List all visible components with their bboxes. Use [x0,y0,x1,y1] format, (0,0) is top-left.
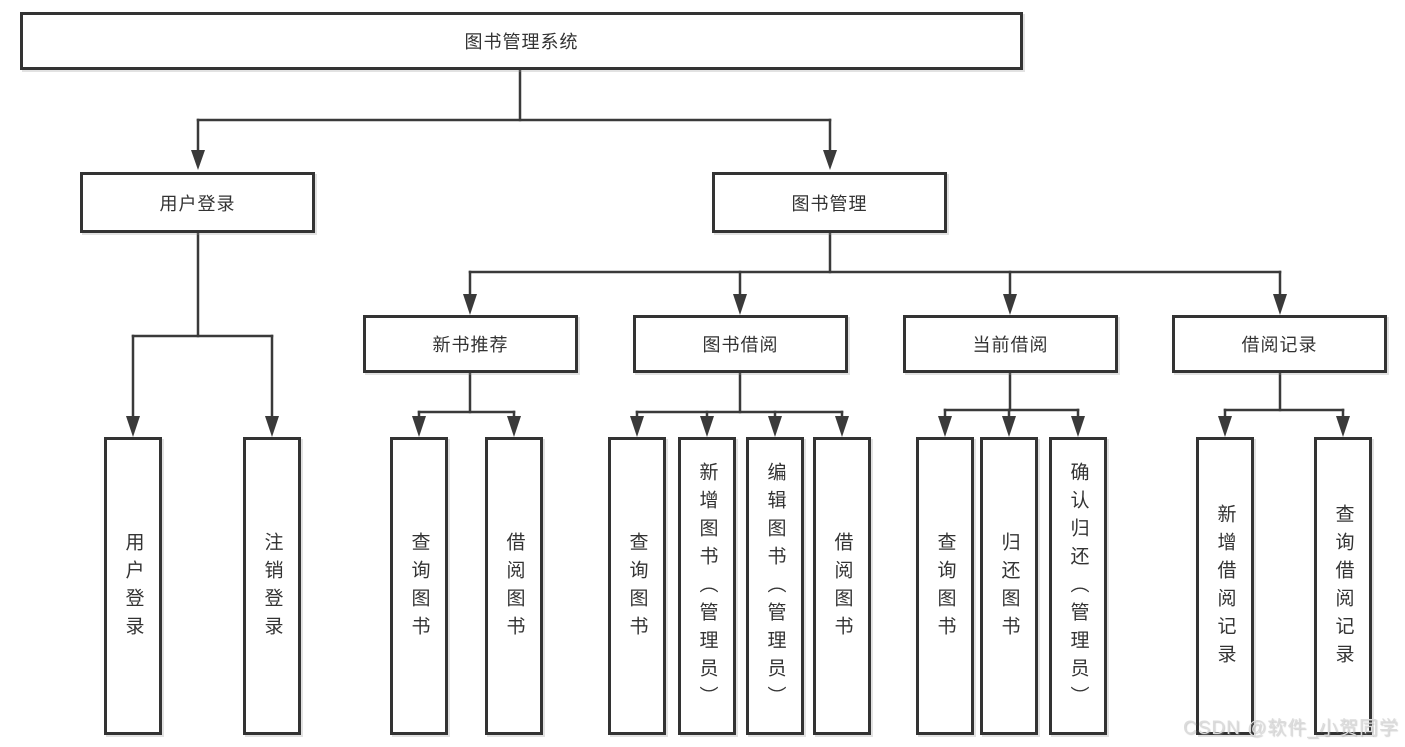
node-borrowing-records: 借阅记录 [1172,315,1387,373]
edge-borrowing-records-children [1218,371,1350,437]
leaf-borrow-books-recommend: 借阅图书 [485,437,543,735]
node-current-borrowing: 当前借阅 [903,315,1118,373]
leaf-logout: 注销登录 [243,437,301,735]
node-book-borrowing: 图书借阅 [633,315,848,373]
leaf-borrow-books-borrowing: 借阅图书 [813,437,871,735]
leaf-add-borrow-record: 新增借阅记录 [1196,437,1254,735]
node-book-management: 图书管理 [712,172,947,233]
node-library-system: 图书管理系统 [20,12,1023,70]
leaf-confirm-return-admin: 确认归还（管理员） [1049,437,1107,735]
leaf-user-login: 用户登录 [104,437,162,735]
node-new-book-recommend: 新书推荐 [363,315,578,373]
edge-book-borrowing-children [630,371,849,437]
edge-book-management-children [463,231,1287,315]
leaf-query-books-current: 查询图书 [916,437,974,735]
leaf-query-borrow-record: 查询借阅记录 [1314,437,1372,735]
leaf-edit-books-admin: 编辑图书（管理员） [746,437,804,735]
leaf-query-books-recommend: 查询图书 [390,437,448,735]
edge-user-login-children [126,231,279,437]
edge-root-to-level2 [191,68,837,170]
leaf-query-books-borrowing: 查询图书 [608,437,666,735]
edge-new-book-recommend-children [412,371,521,437]
edge-current-borrowing-children [938,371,1085,437]
leaf-return-books: 归还图书 [980,437,1038,735]
node-user-login: 用户登录 [80,172,315,233]
leaf-add-books-admin: 新增图书（管理员） [678,437,736,735]
watermark: CSDN @软件_小贺同学 [1183,718,1399,739]
